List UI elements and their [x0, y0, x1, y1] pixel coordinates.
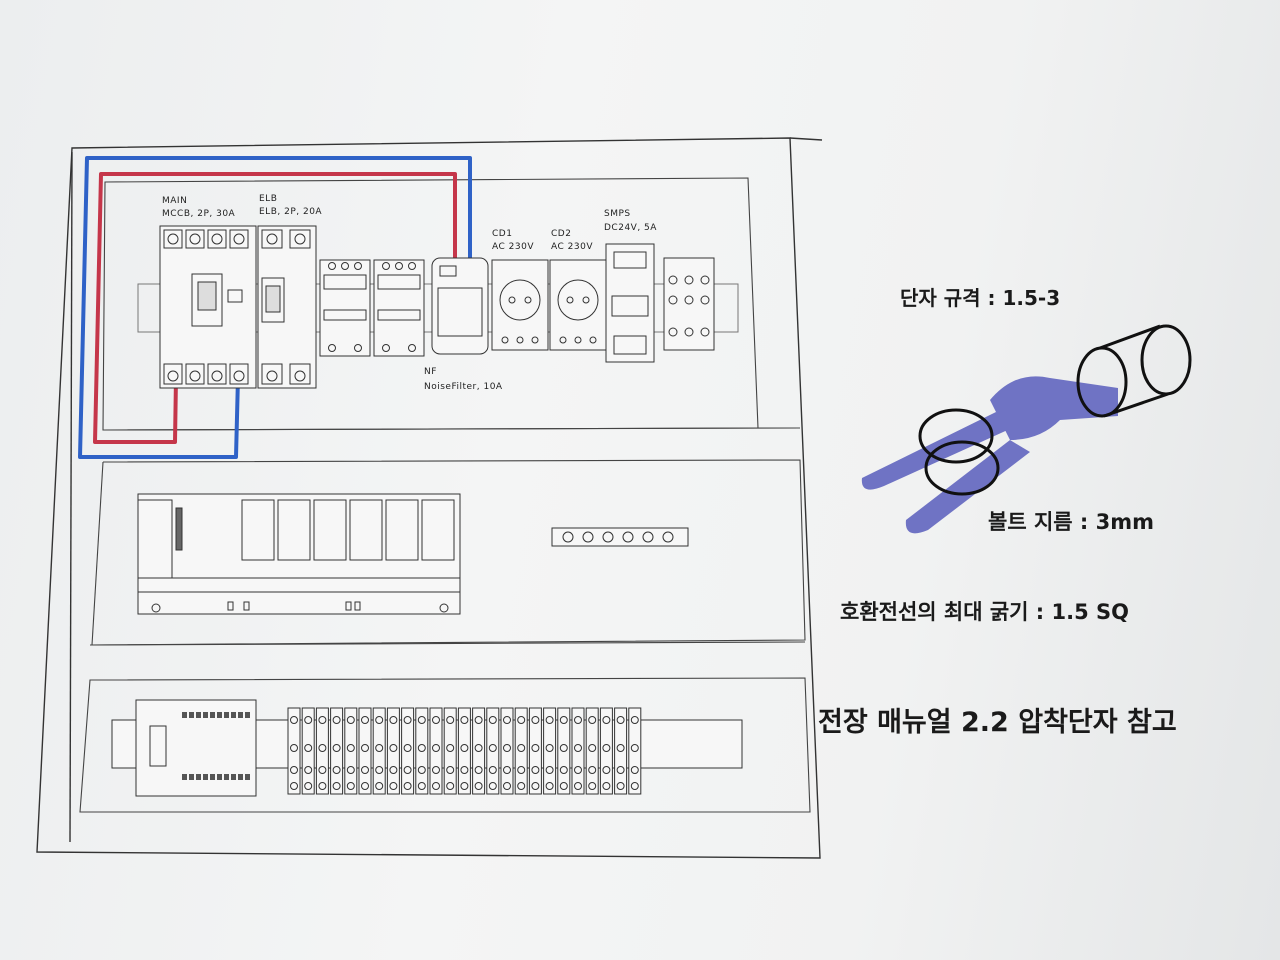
outlet-cd1 [491, 259, 549, 351]
terminal-block-right [663, 257, 715, 351]
io-pin [238, 712, 243, 718]
main-name: MAIN [162, 196, 187, 206]
io-pin [189, 774, 194, 780]
io-pin [245, 774, 250, 780]
terminal-blocks-upper [319, 259, 425, 357]
terminal-strip-block [543, 707, 557, 795]
wire-loop-rings [918, 324, 1192, 496]
io-pin [196, 712, 201, 718]
cd2-spec: AC 230V [551, 242, 593, 252]
smps-name: SMPS [604, 209, 631, 219]
elb-name: ELB [259, 194, 277, 204]
max-wire-size-label: 호환전선의 최대 굵기 : 1.5 SQ [840, 600, 1130, 624]
terminal-strip-block [287, 707, 301, 795]
ring-terminal-illustration [861, 324, 1192, 534]
manual-reference-label: 전장 매뉴얼 2.2 압착단자 참고 [818, 707, 1177, 738]
terminal-strip-block [557, 707, 571, 795]
neutral-wire [78, 156, 472, 459]
elb-breaker [257, 225, 317, 389]
io-pin [217, 712, 222, 718]
io-pin [196, 774, 201, 780]
io-pin [245, 712, 250, 718]
terminal-strip-block [401, 707, 415, 795]
terminal-strip-block [330, 707, 344, 795]
cd1-name: CD1 [492, 229, 512, 239]
bolt-diameter-label: 볼트 지름 : 3mm [988, 510, 1154, 534]
cd2-name: CD2 [551, 229, 571, 239]
smps-spec: DC24V, 5A [604, 223, 657, 233]
plc-rack [137, 493, 461, 615]
io-pin [224, 712, 229, 718]
terminal-strip-block [585, 707, 599, 795]
outlet-cd2 [549, 259, 607, 351]
connector-bar [551, 527, 689, 547]
terminal-strip-block [301, 707, 315, 795]
smps-power-supply [605, 243, 655, 363]
io-pin [182, 712, 187, 718]
io-pin [224, 774, 229, 780]
terminal-strip-block [528, 707, 542, 795]
terminal-strip-block [500, 707, 514, 795]
terminal-strip-block [457, 707, 471, 795]
live-wire [93, 172, 457, 444]
nf-name: NF [424, 367, 437, 377]
terminal-spec-label: 단자 규격 : 1.5-3 [900, 286, 1061, 310]
terminal-strip-block [429, 707, 443, 795]
terminal-strip-block [628, 707, 642, 795]
terminal-strip-block [344, 707, 358, 795]
terminal-strip-block [614, 707, 628, 795]
io-pin [203, 712, 208, 718]
terminal-strip-block [443, 707, 457, 795]
io-pin [238, 774, 243, 780]
terminal-strip-block [514, 707, 528, 795]
panel-frame [36, 137, 823, 859]
terminal-strip-block [386, 707, 400, 795]
io-pin [189, 712, 194, 718]
io-pin [210, 712, 215, 718]
io-pin [217, 774, 222, 780]
panel-sections [79, 177, 811, 813]
io-pin [203, 774, 208, 780]
io-pin [210, 774, 215, 780]
terminal-strip-block [372, 707, 386, 795]
cd1-spec: AC 230V [492, 242, 534, 252]
terminal-strip-block [315, 707, 329, 795]
component-labels: MAIN MCCB, 2P, 30A ELB ELB, 2P, 20A CD1 … [162, 194, 657, 392]
wiring [78, 156, 472, 459]
terminal-strip-block [358, 707, 372, 795]
terminal-strip-block [599, 707, 613, 795]
elb-spec: ELB, 2P, 20A [259, 207, 322, 217]
mccb-breaker [159, 225, 257, 389]
terminal-strip [182, 707, 642, 795]
terminal-strip-block [415, 707, 429, 795]
io-pin [231, 712, 236, 718]
io-pin [182, 774, 187, 780]
io-pin [231, 774, 236, 780]
terminal-strip-block [472, 707, 486, 795]
terminal-strip-block [486, 707, 500, 795]
terminal-strip-block [571, 707, 585, 795]
main-spec: MCCB, 2P, 30A [162, 209, 236, 219]
noise-filter [431, 257, 489, 355]
nf-spec: NoiseFilter, 10A [424, 382, 503, 392]
